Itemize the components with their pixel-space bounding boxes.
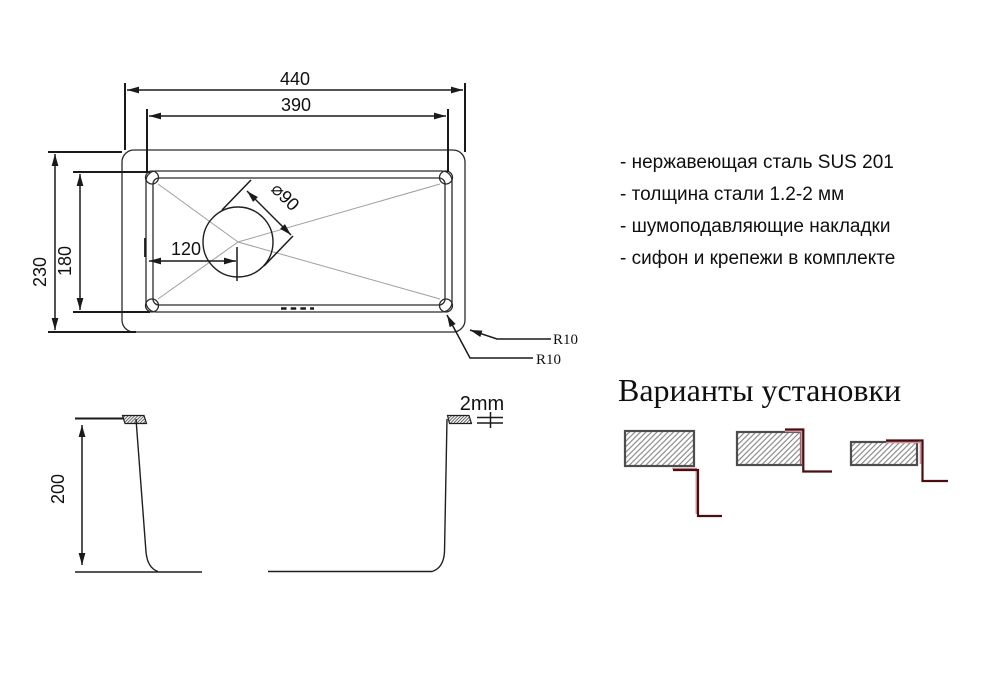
dimension-width-inner: 390 <box>146 95 449 172</box>
dim-label-390: 390 <box>281 95 311 115</box>
rim-line-pink <box>785 430 803 464</box>
dim-label-2mm: 2mm <box>460 393 504 415</box>
dimension-drain-diameter: ⌀90 <box>221 179 303 267</box>
radius-callout-outer: R10 <box>469 329 578 348</box>
feature-list: - нержавеющая сталь SUS 201 - толщина ст… <box>620 147 895 275</box>
dim-label-440: 440 <box>280 69 310 89</box>
basin-corner-radii <box>144 170 454 313</box>
top-view: 440 390 230 180 <box>30 69 578 368</box>
countertop-block <box>735 430 803 467</box>
dimension-width-outer: 440 <box>124 69 466 152</box>
left-flange <box>121 414 148 425</box>
dimension-height-outer: 230 <box>30 151 136 333</box>
dim-label-180: 180 <box>55 246 75 276</box>
dimension-thickness: 2mm <box>460 393 504 428</box>
feature-item: - шумоподавляющие накладки <box>620 216 891 237</box>
basin-rim-outer <box>145 170 453 313</box>
install-option-overmount <box>849 439 948 483</box>
left-wall <box>135 418 159 573</box>
sink-outer-contour <box>121 149 466 333</box>
countertop-block <box>849 440 919 467</box>
dim-label-200: 200 <box>48 474 68 504</box>
countertop-block <box>623 429 696 468</box>
dim-label-120: 120 <box>171 239 201 259</box>
dim-label-230: 230 <box>30 257 50 287</box>
feature-item: - нержавеющая сталь SUS 201 <box>620 152 894 173</box>
radius-label-outer: R10 <box>553 332 578 348</box>
radius-callout-inner: R10 <box>446 314 561 368</box>
section-view: 200 2mm <box>48 393 504 573</box>
rim-line-red <box>785 428 832 473</box>
rim-line-pink <box>672 467 698 514</box>
rim-line-red <box>673 468 722 518</box>
right-wall-and-bottom <box>268 418 448 573</box>
basin-rim-inner <box>152 177 446 306</box>
right-flange <box>446 414 473 425</box>
dimension-height-inner: 180 <box>55 171 150 313</box>
feature-item: - толщина стали 1.2-2 мм <box>620 184 845 205</box>
installation-diagrams <box>623 428 948 518</box>
feature-item: - сифон и крепежи в комплекте <box>620 248 896 269</box>
drain-hole <box>202 206 274 278</box>
installation-options-title: Варианты установки <box>618 372 902 408</box>
rim-line-red <box>886 439 948 483</box>
rim-line-pink <box>886 441 922 464</box>
dimension-drain-offset: 120 <box>144 238 236 265</box>
radius-label-inner: R10 <box>536 352 561 368</box>
install-option-undermount <box>623 429 722 518</box>
dim-label-d90: ⌀90 <box>267 179 303 215</box>
install-option-flush <box>735 428 832 473</box>
dimension-depth: 200 <box>48 417 124 565</box>
